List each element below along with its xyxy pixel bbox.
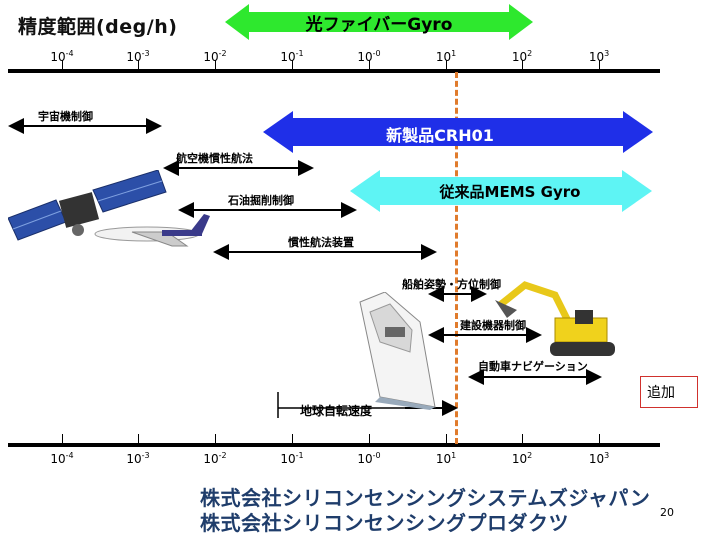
- bottom-axis-tick-mark: [215, 434, 216, 443]
- top-axis-tick-label: 10-2: [203, 49, 227, 64]
- bottom-axis-tick-label: 10-3: [126, 451, 150, 466]
- top-axis-tick-mark: [215, 60, 216, 69]
- top-axis-tick-mark: [292, 60, 293, 69]
- bottom-axis-tick-mark: [62, 434, 63, 443]
- bottom-axis-tick-label: 102: [511, 451, 533, 466]
- bottom-axis-tick-mark: [522, 434, 523, 443]
- bottom-axis-tick-mark: [599, 434, 600, 443]
- satellite-image: [8, 170, 167, 241]
- top-axis-tick-label: 10-0: [357, 49, 381, 64]
- app-label-space: 宇宙機制御: [38, 110, 93, 123]
- bottom-axis-tick-label: 10-4: [50, 451, 74, 466]
- app-label-aircraft: 航空機慣性航法: [176, 152, 253, 165]
- top-axis-tick-label: 102: [511, 49, 533, 64]
- top-axis-tick-mark: [599, 60, 600, 69]
- bottom-axis-tick-mark: [446, 434, 447, 443]
- top-axis-tick-mark: [522, 60, 523, 69]
- added-note-box: 追加: [640, 376, 698, 408]
- mems-band: [350, 170, 652, 212]
- airplane-image: [94, 214, 210, 247]
- yacht-image: [359, 292, 436, 410]
- bottom-axis-tick-mark: [138, 434, 139, 443]
- top-axis-tick-label: 10-4: [50, 49, 74, 64]
- app-label-oil: 石油掘削制御: [228, 194, 294, 207]
- app-label-construction: 建設機器制御: [460, 319, 526, 332]
- chart-title: 精度範囲(deg/h): [18, 16, 178, 38]
- company-name-1: 株式会社シリコンセンシングシステムズジャパン: [200, 486, 651, 510]
- bottom-axis-tick-label: 10-1: [280, 451, 304, 466]
- page-number: 20: [660, 506, 674, 519]
- fiber-gyro-label: 光ファイバーGyro: [305, 15, 453, 35]
- top-axis-tick-mark: [62, 60, 63, 69]
- bottom-axis-tick-mark: [292, 434, 293, 443]
- top-axis-line: [8, 69, 660, 73]
- reference-line: [455, 72, 458, 444]
- top-axis-tick-label: 103: [588, 49, 610, 64]
- bottom-axis-tick-mark: [369, 434, 370, 443]
- app-label-car: 自動車ナビゲーション: [478, 360, 588, 373]
- top-axis-tick-label: 101: [435, 49, 457, 64]
- app-label-inertial: 慣性航法装置: [288, 236, 354, 249]
- app-label-earth: 地球自転速度: [300, 404, 373, 418]
- bottom-axis-tick-label: 10-2: [203, 451, 227, 466]
- crh01-band: [263, 111, 653, 153]
- mems-label: 従来品MEMS Gyro: [439, 183, 581, 201]
- company-name-2: 株式会社シリコンセンシングプロダクツ: [200, 511, 569, 535]
- crh01-label: 新製品CRH01: [386, 126, 494, 145]
- app-label-ship: 船舶姿勢・方位制御: [402, 278, 501, 291]
- top-axis-tick-label: 10-3: [126, 49, 150, 64]
- bottom-axis-tick-label: 10-0: [357, 451, 381, 466]
- bottom-axis-tick-label: 101: [435, 451, 457, 466]
- top-axis-tick-label: 10-1: [280, 49, 304, 64]
- top-axis-tick-mark: [446, 60, 447, 69]
- bottom-axis-tick-label: 103: [588, 451, 610, 466]
- added-note-label: 追加: [647, 385, 675, 401]
- top-axis-tick-mark: [369, 60, 370, 69]
- excavator-image: [495, 281, 615, 356]
- fiber-gyro-band: [225, 4, 533, 40]
- top-axis-tick-mark: [138, 60, 139, 69]
- bottom-axis-line: [8, 443, 660, 447]
